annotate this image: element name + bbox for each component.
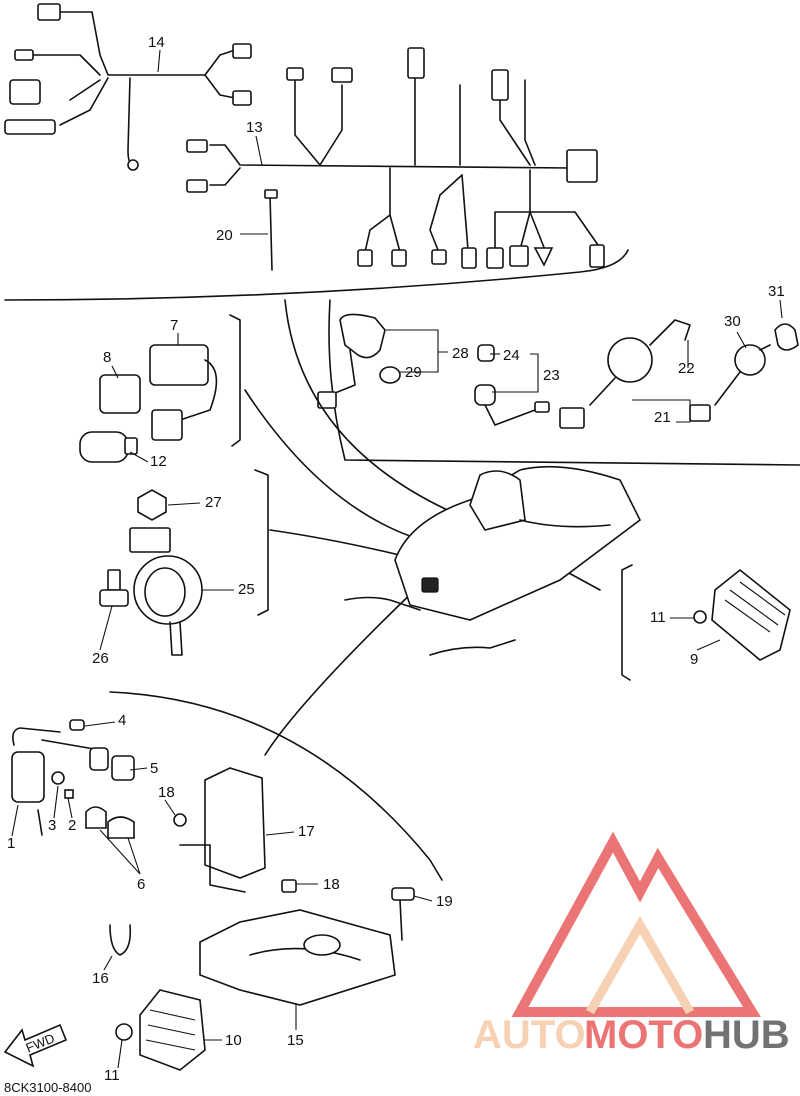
callout-label: 20	[216, 227, 233, 244]
automotohub-watermark: AUTO MOTO HUB	[473, 831, 790, 1057]
callout-label: 2	[68, 817, 76, 834]
callout-label: 9	[690, 651, 698, 668]
callout-label: 30	[724, 313, 741, 330]
callout-label: 18	[323, 876, 340, 893]
fwd-label: FWD	[24, 1030, 57, 1055]
watermark-text-moto: MOTO	[584, 1013, 703, 1057]
callout-label: 18	[158, 784, 175, 801]
rectifier-group	[621, 564, 791, 681]
callout-label: 19	[436, 893, 453, 910]
watermark-logo-icon	[511, 831, 761, 1017]
callout-label: 23	[543, 367, 560, 384]
wire-harness-group	[4, 3, 629, 301]
callout-label: 21	[654, 409, 671, 426]
diagram-code: 8CK3100-8400	[4, 1080, 91, 1095]
callout-label: 3	[48, 817, 56, 834]
callout-label: 8	[103, 349, 111, 366]
callout-label: 24	[503, 347, 520, 364]
callout-label: 31	[768, 283, 785, 300]
ignition-group	[3, 691, 443, 1071]
callout-label: 16	[92, 970, 109, 987]
callout-label: 22	[678, 360, 695, 377]
callout-label: 1	[7, 835, 15, 852]
callout-label: 26	[92, 650, 109, 667]
callout-label: 15	[287, 1032, 304, 1049]
callout-labels: 14 13 20 7 8 12 28 29 24 23 22 21 30 31 …	[4, 34, 785, 1095]
watermark-text-hub: HUB	[703, 1013, 790, 1057]
callout-label: 6	[137, 876, 145, 893]
callout-label: 12	[150, 453, 167, 470]
watermark-text-auto: AUTO	[473, 1013, 586, 1057]
callout-label: 4	[118, 712, 126, 729]
switch-group	[317, 299, 800, 466]
callout-label: 5	[150, 760, 158, 777]
callout-label: 17	[298, 823, 315, 840]
callout-label: 10	[225, 1032, 242, 1049]
horn-group	[99, 469, 269, 656]
callout-label: 27	[205, 494, 222, 511]
callout-label: 11	[650, 609, 666, 626]
callout-label: 11	[104, 1067, 120, 1084]
callout-label: 28	[452, 345, 469, 362]
snowmobile-illustration	[244, 299, 642, 756]
callout-label: 7	[170, 317, 178, 334]
callout-label: 14	[148, 34, 165, 51]
relay-group	[79, 314, 241, 463]
callout-label: 25	[238, 581, 255, 598]
callout-label: 13	[246, 119, 263, 136]
